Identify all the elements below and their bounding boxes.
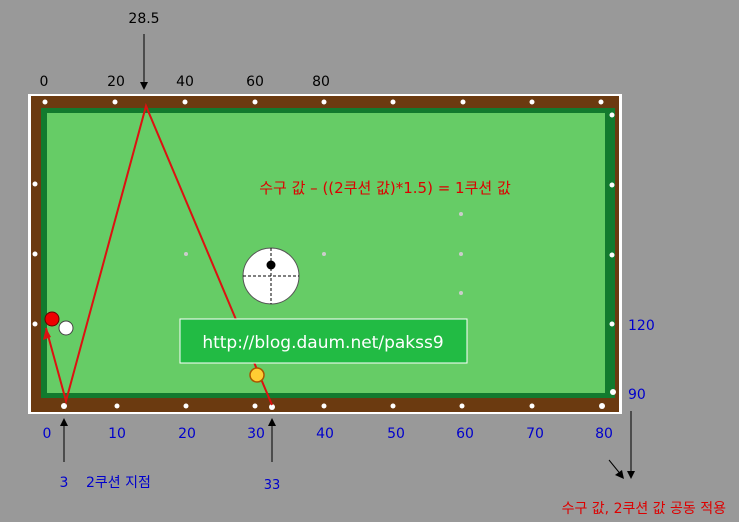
aim-indicator [242, 247, 300, 305]
right-label-90: 90 [628, 387, 646, 403]
second-cushion-text: 2쿠션 지점 [86, 475, 151, 491]
right-label-120: 120 [628, 318, 655, 334]
bottom-axis-20: 20 [178, 426, 196, 442]
top-marker-arrowhead [140, 82, 148, 90]
bottom-axis-50: 50 [387, 426, 405, 442]
diagonal-arrowhead [615, 470, 624, 479]
cloth-dots [184, 212, 463, 295]
ball-path [45, 102, 273, 406]
cue-value-arrowhead [268, 418, 276, 426]
second-cushion-arrowhead [60, 418, 68, 426]
left-diamonds [32, 181, 38, 327]
red-ball [44, 311, 60, 327]
cue-value-label: 33 [264, 478, 281, 493]
top-marker-label: 28.5 [128, 11, 159, 27]
top-axis-0: 0 [40, 74, 49, 90]
bottom-axis-70: 70 [526, 426, 544, 442]
top-axis-20: 20 [107, 74, 125, 90]
yellow-ball [249, 367, 265, 383]
url-box [179, 318, 468, 364]
second-cushion-value: 3 [60, 475, 69, 491]
bottom-axis-80: 80 [595, 426, 613, 442]
white-ball [58, 320, 74, 336]
bottom-axis-40: 40 [316, 426, 334, 442]
bottom-axis-0: 0 [43, 426, 52, 442]
bottom-diamonds [61, 403, 605, 410]
footer-note: 수구 값, 2쿠션 값 공동 적용 [562, 501, 727, 517]
url-text: http://blog.daum.net/pakss9 [202, 333, 443, 353]
path-arrowhead [43, 328, 51, 340]
bottom-axis-30: 30 [247, 426, 265, 442]
right-diamonds [609, 112, 616, 395]
top-axis-40: 40 [176, 74, 194, 90]
bottom-axis-60: 60 [456, 426, 474, 442]
top-axis-80: 80 [312, 74, 330, 90]
right-down-arrowhead [627, 471, 635, 479]
formula-text: 수구 값 – ((2쿠션 값)*1.5) = 1쿠션 값 [259, 179, 511, 197]
top-diamonds [42, 99, 604, 105]
bottom-axis-10: 10 [108, 426, 126, 442]
top-axis-60: 60 [246, 74, 264, 90]
